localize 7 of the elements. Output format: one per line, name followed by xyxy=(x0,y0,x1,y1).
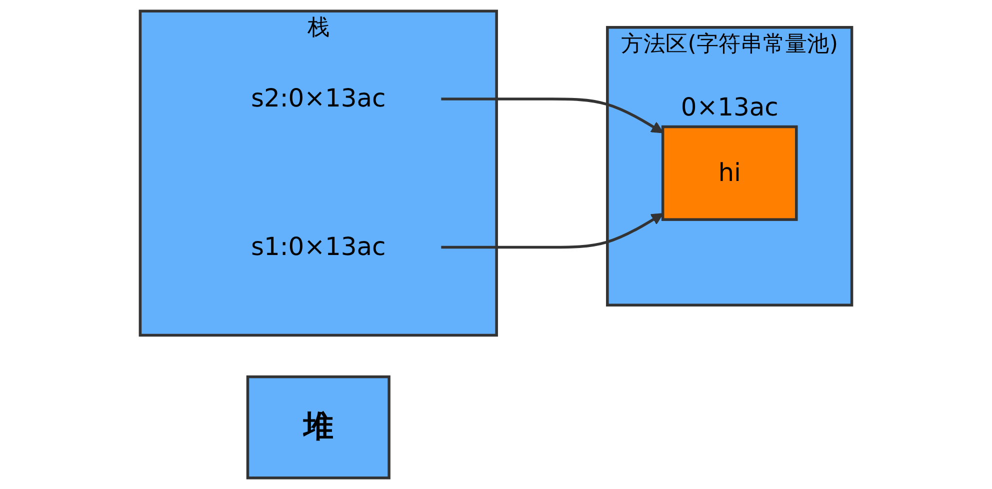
node-text: s2:0×13ac xyxy=(251,84,386,114)
node-label: 0×13ac xyxy=(680,92,778,122)
node-text: s1:0×13ac xyxy=(251,232,386,262)
node-box: hi xyxy=(661,125,798,221)
node-box: 堆 xyxy=(246,375,390,480)
arrow xyxy=(441,98,664,134)
arrow xyxy=(441,213,664,249)
